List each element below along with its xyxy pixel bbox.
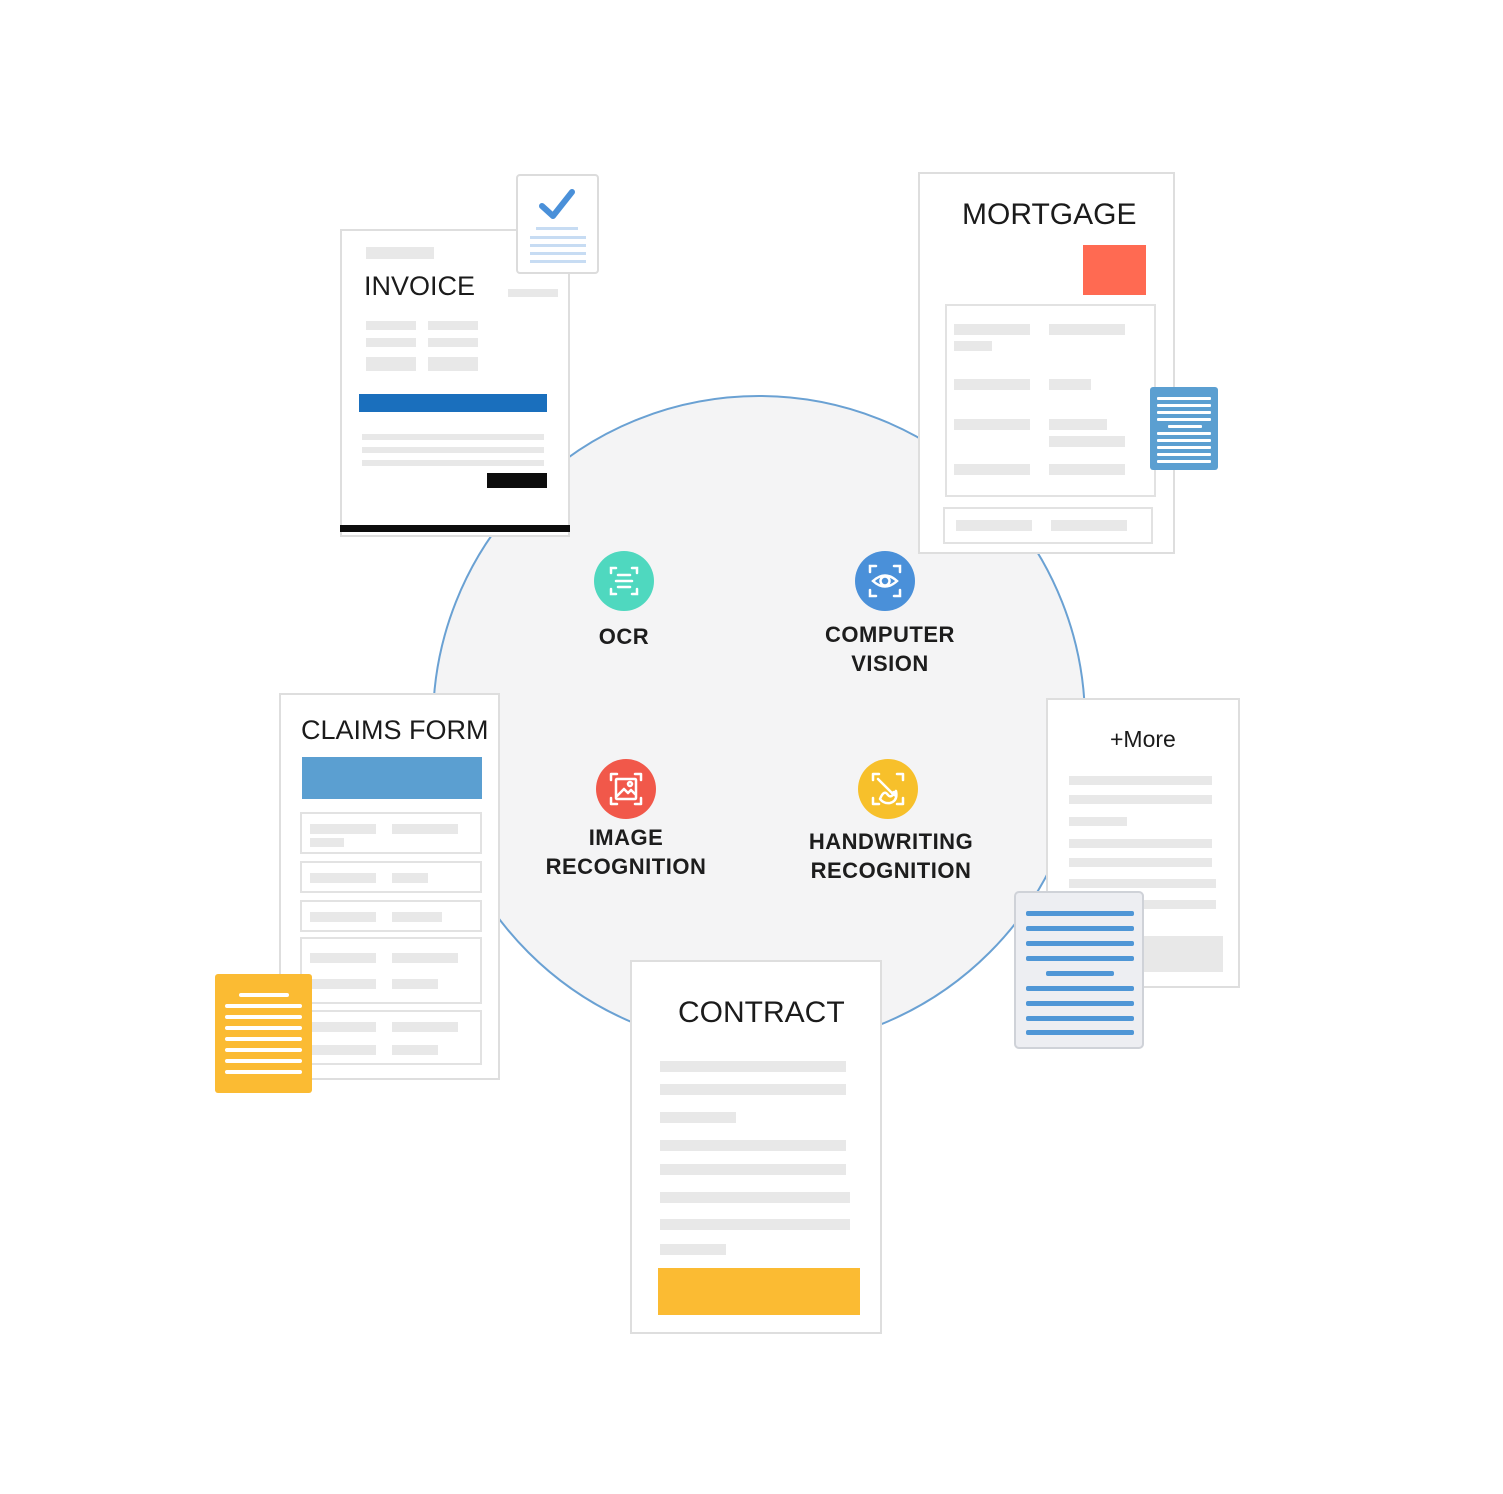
mortgage-title: MORTGAGE bbox=[962, 198, 1137, 231]
image-recognition-label: IMAGE RECOGNITION bbox=[545, 825, 707, 879]
contract-document: CONTRACT bbox=[630, 960, 882, 1334]
computer-vision-label: COMPUTER VISION bbox=[825, 622, 955, 676]
invoice-bottom-line bbox=[340, 525, 570, 532]
more-text-note bbox=[1014, 891, 1144, 1049]
text-lines-icon bbox=[1026, 911, 1134, 1035]
ocr-label: OCR bbox=[598, 624, 650, 649]
contract-title: CONTRACT bbox=[678, 996, 845, 1029]
contract-yellow-bar bbox=[658, 1268, 860, 1315]
text-lines-icon bbox=[225, 993, 302, 1074]
text-lines-icon bbox=[1157, 397, 1211, 463]
claims-form-blue-bar bbox=[302, 757, 482, 799]
hand-writing-icon bbox=[858, 759, 918, 819]
ocr-scan-icon bbox=[594, 551, 654, 611]
checklist-card bbox=[516, 174, 599, 274]
claims-form-title: CLAIMS FORM bbox=[301, 715, 489, 745]
invoice-total-bar bbox=[487, 473, 547, 488]
more-title: +More bbox=[1110, 726, 1176, 752]
handwriting-recognition-label: HANDWRITING RECOGNITION bbox=[808, 829, 974, 883]
invoice-title: INVOICE bbox=[364, 271, 476, 301]
image-scan-icon bbox=[596, 759, 656, 819]
mortgage-red-block bbox=[1083, 245, 1146, 295]
eye-scan-icon bbox=[855, 551, 915, 611]
mortgage-document: MORTGAGE bbox=[918, 172, 1175, 554]
invoice-blue-bar bbox=[359, 394, 547, 412]
invoice-document: INVOICE bbox=[340, 229, 570, 537]
mortgage-text-note bbox=[1150, 387, 1218, 470]
claims-text-note bbox=[215, 974, 312, 1093]
checkmark-icon bbox=[530, 189, 586, 263]
claims-form-document: CLAIMS FORM bbox=[279, 693, 500, 1080]
